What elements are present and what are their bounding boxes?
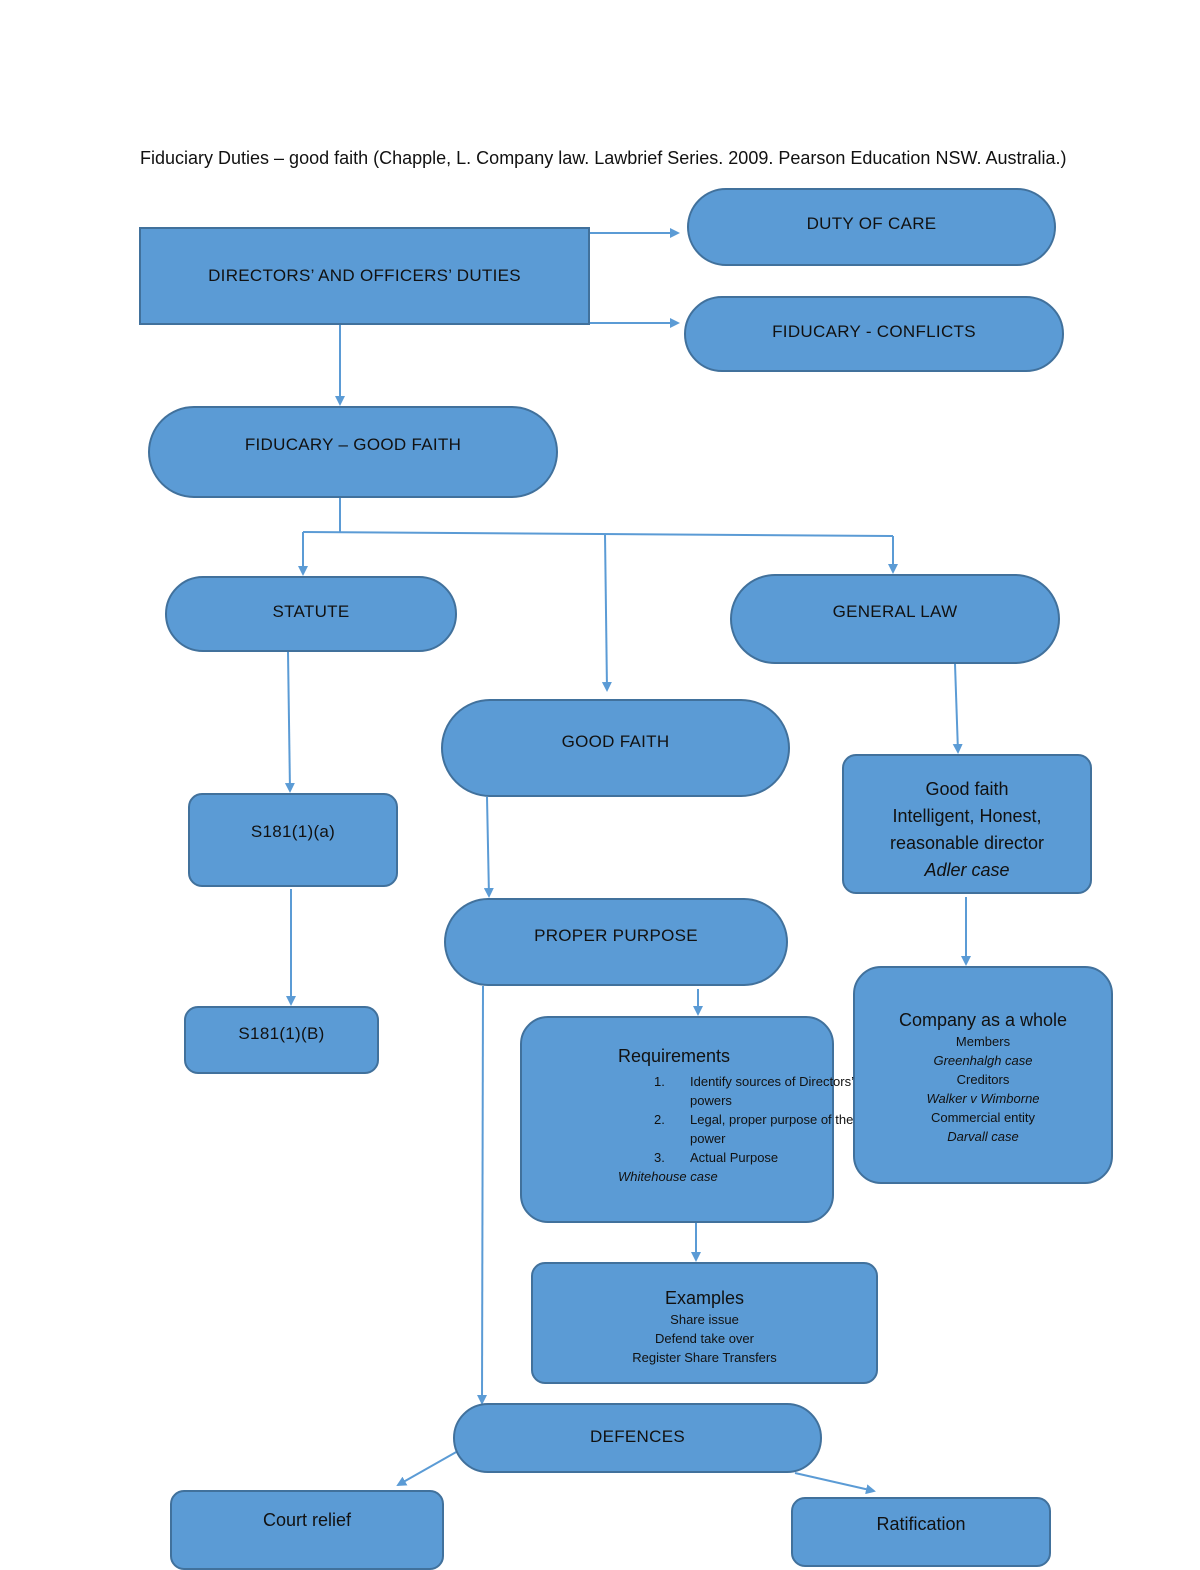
s181-b-label: S181(1)(B) xyxy=(238,1024,325,1043)
requirement-item: 3. Actual Purpose xyxy=(654,1148,854,1167)
branch-bar xyxy=(302,531,894,537)
example-item: Defend take over xyxy=(654,1331,754,1346)
directors-duties-box: DIRECTORS’ AND OFFICERS’ DUTIES xyxy=(139,227,590,325)
general-law-detail-line2: Intelligent, Honest, xyxy=(892,806,1042,826)
company-whole-node: Company as a whole Members Greenhalgh ca… xyxy=(853,966,1113,1184)
ratification-label: Ratification xyxy=(876,1514,966,1534)
company-whole-members-case: Greenhalgh case xyxy=(933,1053,1033,1068)
s181-a-node: S181(1)(a) xyxy=(188,793,398,887)
general-law-detail-line3: reasonable director xyxy=(889,833,1045,853)
proper-purpose-label: PROPER PURPOSE xyxy=(534,926,698,945)
general-law-detail-case: Adler case xyxy=(924,860,1010,880)
fiducary-good-faith-node: FIDUCARY – GOOD FAITH xyxy=(148,406,558,498)
company-whole-heading: Company as a whole xyxy=(898,1010,1068,1030)
example-item: Register Share Transfers xyxy=(632,1350,777,1365)
arrow-to-defences xyxy=(477,985,488,1405)
requirement-text: Legal, proper purpose of the power xyxy=(690,1112,854,1146)
arrow-to-proper-purpose xyxy=(483,796,494,898)
s181-b-node: S181(1)(B) xyxy=(184,1006,379,1074)
requirement-number: 2. xyxy=(654,1112,665,1127)
duty-of-care-node: DUTY OF CARE xyxy=(687,188,1056,266)
good-faith-label: GOOD FAITH xyxy=(561,732,670,751)
general-law-detail-line1: Good faith xyxy=(925,779,1009,799)
arrow-to-court-relief xyxy=(396,1450,459,1486)
general-law-label: GENERAL LAW xyxy=(832,602,958,621)
defences-node: DEFENCES xyxy=(453,1403,822,1473)
statute-node: STATUTE xyxy=(165,576,457,652)
statute-label: STATUTE xyxy=(272,602,350,621)
good-faith-node: GOOD FAITH xyxy=(441,699,790,797)
duty-of-care-label: DUTY OF CARE xyxy=(806,214,937,233)
fiducary-conflicts-label: FIDUCARY - CONFLICTS xyxy=(772,322,976,341)
defences-label: DEFENCES xyxy=(590,1427,685,1446)
requirement-text: Actual Purpose xyxy=(690,1150,779,1165)
examples-node: Examples Share issue Defend take over Re… xyxy=(531,1262,878,1384)
requirement-item: 1. Identify sources of Directors’ powers xyxy=(654,1072,854,1110)
requirements-heading: Requirements xyxy=(618,1046,731,1066)
document-title: Fiduciary Duties – good faith (Chapple, … xyxy=(140,148,1067,168)
general-law-node: GENERAL LAW xyxy=(730,574,1060,664)
arrow-to-general-law-detail xyxy=(952,663,963,754)
requirement-item: 2. Legal, proper purpose of the power xyxy=(654,1110,854,1148)
company-whole-creditors: Creditors xyxy=(956,1072,1010,1087)
company-whole-commercial: Commercial entity xyxy=(930,1110,1036,1125)
requirements-case: Whitehouse case xyxy=(618,1169,718,1184)
directors-duties-label: DIRECTORS’ AND OFFICERS’ DUTIES xyxy=(208,266,521,285)
company-whole-commercial-case: Darvall case xyxy=(947,1129,1019,1144)
arrow-to-ratification xyxy=(794,1472,876,1495)
arrow-to-good-faith xyxy=(601,533,612,692)
example-item: Share issue xyxy=(670,1312,739,1327)
company-whole-creditors-case: Walker v Wimborne xyxy=(926,1091,1040,1106)
requirement-text: Identify sources of Directors’ powers xyxy=(690,1074,854,1108)
requirements-list: 1. Identify sources of Directors’ powers… xyxy=(654,1072,854,1167)
general-law-detail-node: Good faith Intelligent, Honest, reasonab… xyxy=(842,754,1092,894)
court-relief-label: Court relief xyxy=(262,1510,352,1530)
fiducary-conflicts-node: FIDUCARY - CONFLICTS xyxy=(684,296,1064,372)
s181-a-label: S181(1)(a) xyxy=(250,822,336,841)
requirement-number: 3. xyxy=(654,1150,665,1165)
company-whole-members: Members xyxy=(955,1034,1011,1049)
examples-heading: Examples xyxy=(664,1288,745,1308)
fiducary-good-faith-label: FIDUCARY – GOOD FAITH xyxy=(244,435,462,454)
proper-purpose-node: PROPER PURPOSE xyxy=(444,898,788,986)
requirements-node: Requirements 1. Identify sources of Dire… xyxy=(520,1016,854,1223)
court-relief-node: Court relief xyxy=(170,1490,444,1570)
requirement-number: 1. xyxy=(654,1074,665,1089)
ratification-node: Ratification xyxy=(791,1497,1051,1567)
arrow-to-s181-a xyxy=(284,651,295,793)
